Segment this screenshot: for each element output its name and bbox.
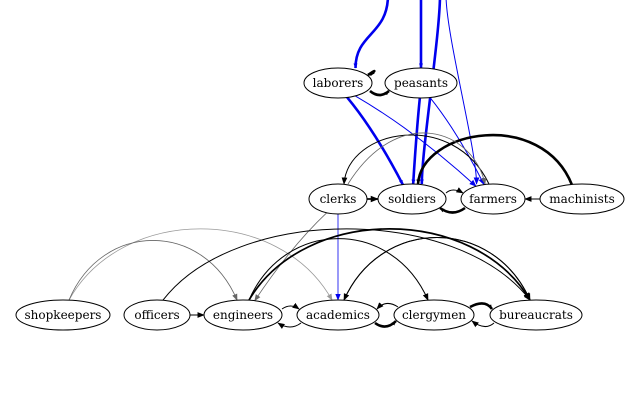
node-machinists: machinists (539, 183, 625, 215)
node-label: laborers (313, 76, 364, 90)
node-soldiers: soldiers (377, 183, 447, 215)
edge-layer (68, 0, 574, 329)
node-label: officers (134, 308, 179, 322)
node-farmers: farmers (460, 183, 526, 215)
node-ellipse (393, 299, 475, 331)
node-ellipse (489, 299, 583, 331)
node-bureaucrats: bureaucrats (489, 299, 583, 331)
node-label: clergymen (402, 308, 466, 322)
node-ellipse (303, 67, 373, 99)
edge-shopkeepers-to-academics (68, 228, 333, 301)
edge-farmers-to-clerks (341, 134, 490, 185)
node-ellipse (539, 183, 625, 215)
edge-clergymen-to-academics (376, 302, 399, 310)
edge-bureaucrats-to-academics (343, 236, 531, 301)
node-laborers: laborers (303, 67, 373, 99)
edge-laborers-to-peasants (369, 89, 390, 97)
node-label: peasants (394, 76, 448, 90)
node-engineers: engineers (203, 299, 283, 331)
edge-soldiers-to-farmers (445, 187, 464, 194)
node-ellipse (203, 299, 283, 331)
edge-peasants-to-farmers (429, 97, 485, 186)
node-ellipse (377, 183, 447, 215)
edge-clerks-to-farmers (347, 132, 487, 185)
node-clergymen: clergymen (393, 299, 475, 331)
node-layer: laborers peasants clerks soldiers farmers mac… (15, 67, 625, 331)
edge-top-to-laborers (353, 0, 389, 69)
edge-peasants-to-laborers (367, 69, 376, 77)
edge-bureaucrats-to-clergymen (471, 320, 495, 328)
node-officers: officers (123, 299, 191, 331)
edge-academics-to-bureaucrats (343, 236, 531, 301)
node-peasants: peasants (384, 67, 458, 99)
node-label: farmers (469, 192, 517, 206)
edge-machinists-to-soldiers (416, 133, 574, 186)
node-ellipse (123, 299, 191, 331)
node-academics: academics (296, 299, 380, 331)
node-ellipse (296, 299, 380, 331)
node-label: soldiers (388, 192, 436, 206)
edge-clergymen-to-bureaucrats (469, 302, 494, 310)
edge-peasants-to-soldiers (411, 97, 422, 185)
edge-engineers-to-clergymen (248, 238, 429, 301)
edge-academics-to-clergymen (374, 320, 397, 328)
node-clerks: clerks (308, 183, 368, 215)
edge-officers-to-bureaucrats (162, 228, 531, 301)
node-label: bureaucrats (499, 308, 573, 322)
node-label: machinists (549, 192, 615, 206)
node-shopkeepers: shopkeepers (15, 299, 111, 331)
edge-academics-to-engineers (277, 322, 302, 329)
node-label: engineers (213, 308, 273, 322)
node-label: clerks (320, 192, 357, 206)
node-label: shopkeepers (25, 308, 102, 322)
node-label: academics (306, 308, 370, 322)
node-ellipse (384, 67, 458, 99)
edge-laborers-to-soldiers (346, 96, 404, 186)
edge-shopkeepers-to-engineers (68, 240, 238, 301)
edge-engineers-to-bureaucrats (248, 228, 531, 301)
node-ellipse (308, 183, 368, 215)
node-ellipse (460, 183, 526, 215)
edge-engineers-to-academics (281, 302, 300, 310)
edge-farmers-to-soldiers (439, 206, 466, 214)
node-ellipse (15, 299, 111, 331)
